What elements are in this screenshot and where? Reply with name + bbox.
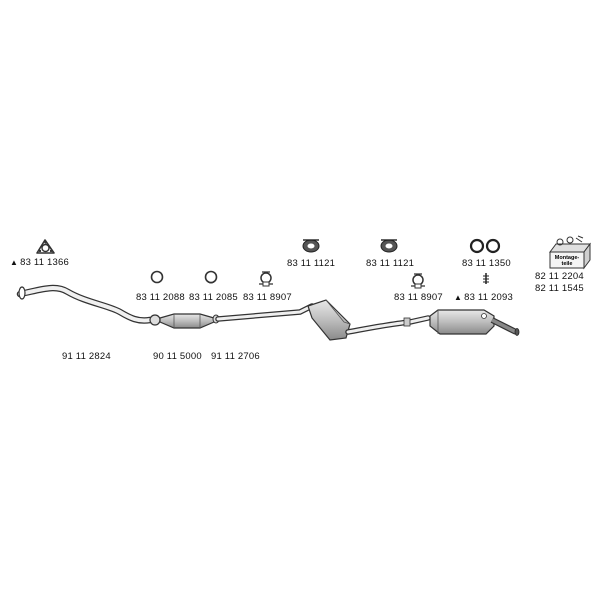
rings-pair-icon [469,238,501,254]
part-label-clamp-1: 83 11 8907 [243,292,292,303]
part-label-catalyst: 90 11 5000 [153,351,202,362]
rubber-mount-icon [380,239,398,253]
front-pipe-drawing [16,284,161,326]
rubber-mount-icon [302,239,320,253]
part-number: 83 11 2093 [464,292,513,303]
triangle-marker-icon: ▲ [10,258,19,267]
mounting-kit-box-icon: Montage- teile [549,235,591,270]
part-label-mount-2: 83 11 1121 [366,258,415,269]
part-label-gasket-front: ▲83 11 1366 [10,257,69,268]
clamp-icon [411,273,425,289]
rear-muffler-drawing [429,309,495,335]
rear-pipe-drawing [345,315,431,335]
ring-flange-icon [204,270,218,284]
clamp-icon [259,271,273,287]
part-label-ring-1: 83 11 2088 [136,292,185,303]
tailpipe-drawing [490,317,520,336]
mid-pipe-drawing [215,303,315,322]
catalyst-drawing [159,313,220,329]
part-label-mid-pipe: 91 11 2706 [211,351,260,362]
part-label-rings-rear: 83 11 1350 [462,258,511,269]
part-label-kit-1: 82 11 2204 [535,271,584,282]
kit-box-line1: Montage- [555,255,580,261]
ring-icon [150,270,164,284]
part-label-rear-item: ▲83 11 2093 [454,292,513,303]
spring-icon [483,273,489,284]
part-number: 83 11 1366 [20,257,69,268]
center-muffler-drawing [307,299,351,341]
triangle-marker-icon: ▲ [454,293,463,302]
part-label-kit-2: 82 11 1545 [535,283,584,294]
part-label-front-pipe: 91 11 2824 [62,351,111,362]
kit-box-line2: teile [561,261,572,267]
part-label-ring-2: 83 11 2085 [189,292,238,303]
part-label-clamp-2: 83 11 8907 [394,292,443,303]
gasket-front-icon [36,239,55,254]
part-label-mount-1: 83 11 1121 [287,258,336,269]
